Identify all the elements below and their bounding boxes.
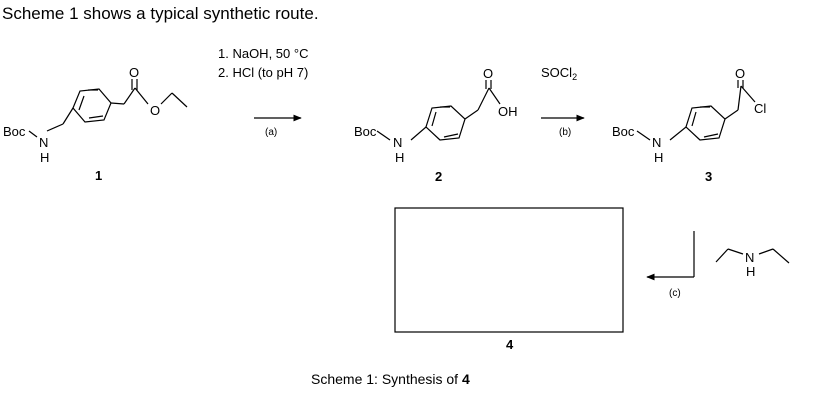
diethylamine-structure [715, 248, 790, 264]
condition-c-tag: (c) [669, 288, 681, 299]
compound-3-carbonyl-o-label: O [735, 66, 745, 81]
compound-1-ester-o-label: O [150, 103, 160, 118]
compound-3-cl-label: Cl [754, 101, 766, 116]
compound-1-carbonyl-o-label: O [129, 65, 139, 80]
compound-2-structure [376, 80, 501, 141]
diethylamine-n-label: N [745, 250, 754, 265]
condition-a-line-2: 2. HCl (to pH 7) [218, 65, 308, 80]
compound-3-structure [636, 80, 756, 141]
product-4-answer-box [394, 207, 624, 333]
compound-1-structure [28, 79, 188, 138]
compound-2-h-label: H [395, 150, 404, 165]
scheme-caption: Scheme 1: Synthesis of 4 [311, 371, 470, 387]
diethylamine-h-label: H [746, 264, 755, 279]
condition-a-tag: (a) [265, 127, 277, 138]
compound-1-n-label: N [39, 135, 48, 150]
scheme-heading: Scheme 1 shows a typical synthetic route… [2, 4, 319, 23]
compound-1-h-label: H [40, 150, 49, 165]
compound-3-n-label: N [652, 135, 661, 150]
compound-2-oh-label: OH [498, 104, 518, 119]
compound-2-boc-label: Boc [354, 124, 377, 139]
compound-2-carbonyl-o-label: O [483, 66, 493, 81]
compound-3-number: 3 [705, 169, 712, 184]
compound-3-h-label: H [654, 150, 663, 165]
compound-2-number: 2 [435, 169, 442, 184]
compound-3-boc-label: Boc [612, 124, 635, 139]
compound-4-number: 4 [506, 337, 514, 352]
condition-b-reagent: SOCl2 [541, 65, 577, 82]
condition-b-tag: (b) [559, 127, 571, 138]
compound-1-number: 1 [95, 168, 102, 183]
condition-a-line-1: 1. NaOH, 50 °C [218, 46, 308, 61]
compound-1-boc-label: Boc [3, 124, 26, 139]
compound-2-n-label: N [393, 135, 402, 150]
reaction-arrow-c [646, 231, 695, 281]
